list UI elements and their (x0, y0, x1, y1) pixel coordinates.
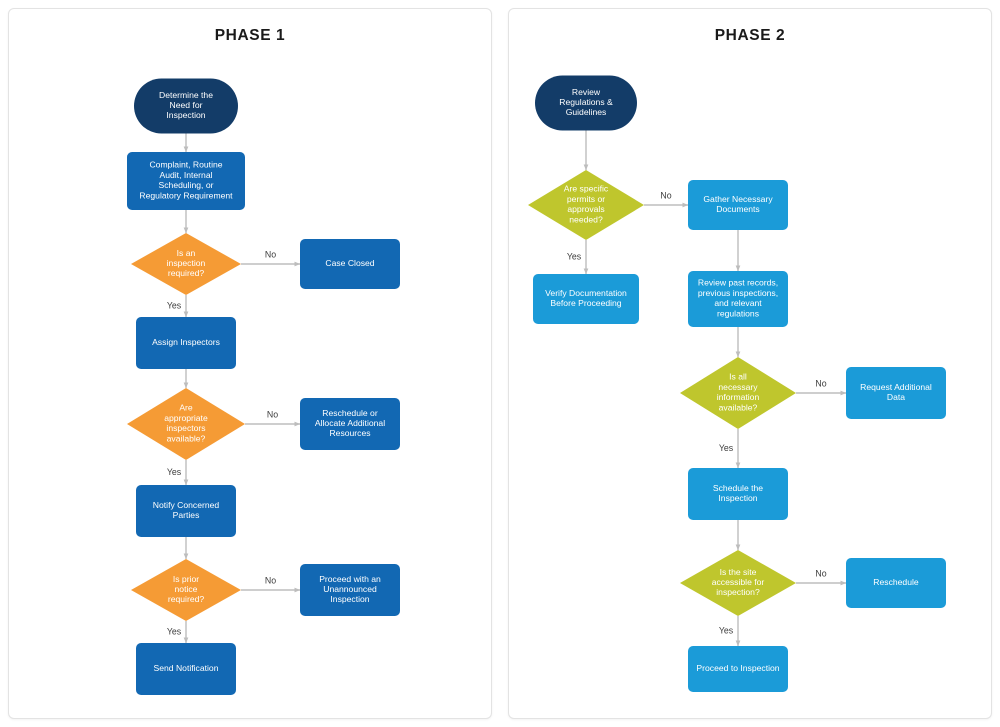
process-shape (846, 558, 946, 608)
decision-shape (680, 550, 796, 616)
panel-phase-1: PHASE 1 (8, 8, 492, 719)
process-shape (127, 152, 245, 210)
flow-node-reschedule[interactable]: Reschedule (846, 558, 946, 608)
terminator-shape (535, 75, 637, 131)
decision-shape (127, 388, 245, 460)
flow-node-assign-inspectors[interactable]: Assign Inspectors (136, 317, 236, 369)
terminator-shape (134, 78, 238, 134)
panel-title-phase-2: PHASE 2 (714, 27, 786, 44)
process-shape (300, 564, 400, 616)
flow-node-label: Case Closed (325, 258, 374, 268)
flow-node-label: Reschedule (873, 577, 919, 587)
flow-node-send-notification[interactable]: Send Notification (136, 643, 236, 695)
flow-node-label: Send Notification (154, 663, 219, 673)
process-shape (688, 468, 788, 520)
process-shape (136, 643, 236, 695)
process-shape (300, 239, 400, 289)
flow-node-label: Review past records,previous inspections… (698, 278, 778, 319)
process-shape (688, 180, 788, 230)
flow-node-proceed-to-inspection[interactable]: Proceed to Inspection (688, 646, 788, 692)
process-shape (136, 317, 236, 369)
process-shape (846, 367, 946, 419)
decision-shape (528, 170, 644, 240)
decision-shape (131, 233, 241, 295)
decision-shape (680, 357, 796, 429)
process-shape (533, 274, 639, 324)
flow-node-case-closed[interactable]: Case Closed (300, 239, 400, 289)
decision-shape (131, 559, 241, 621)
flow-node-review-past-records-previous-inspections-and[interactable]: Review past records,previous inspections… (688, 271, 788, 327)
process-shape (688, 646, 788, 692)
process-shape (688, 271, 788, 327)
flow-node-label: Proceed to Inspection (696, 663, 779, 673)
flow-node-label: Assign Inspectors (152, 337, 220, 347)
panel-title-phase-1: PHASE 1 (214, 27, 286, 44)
process-shape (136, 485, 236, 537)
process-shape (300, 398, 400, 450)
